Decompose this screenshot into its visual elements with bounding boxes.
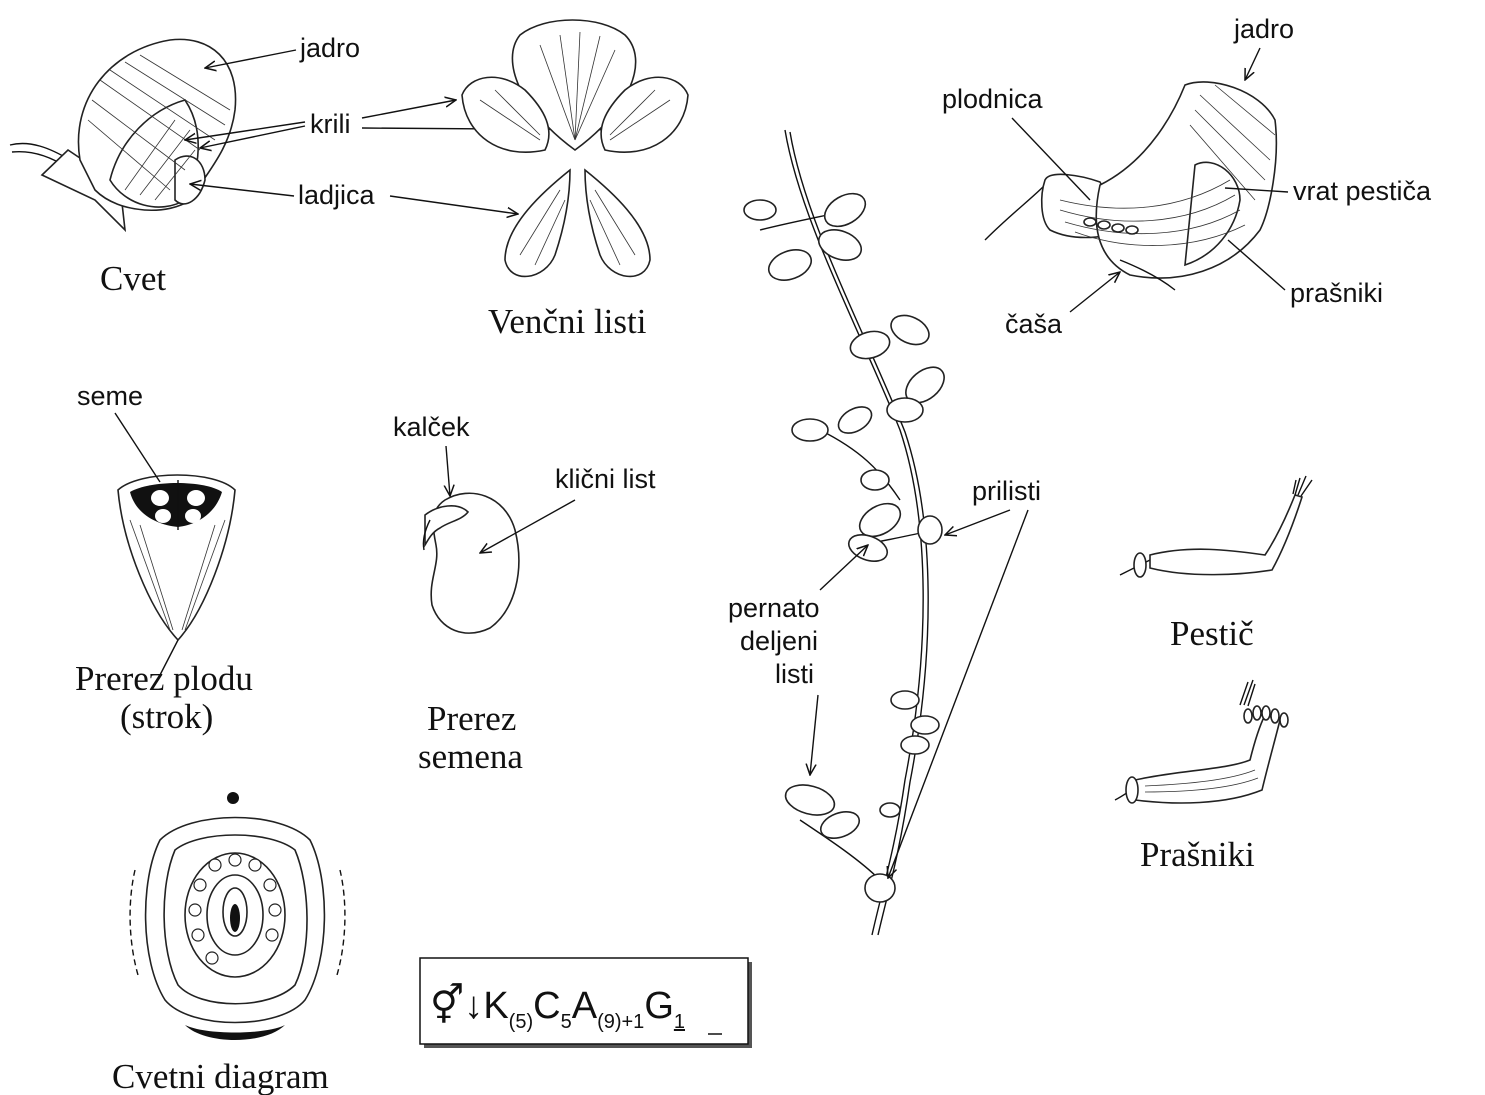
caption-cvet: Cvet — [100, 259, 166, 298]
arrow-jadro-section — [1245, 48, 1260, 80]
label-klicni-list: klični list — [555, 464, 656, 494]
label-prilisti: prilisti — [972, 476, 1041, 506]
arrow-pernato-1 — [820, 545, 868, 590]
formula-k-sub: (5) — [509, 1011, 533, 1033]
label-casa: čaša — [1005, 309, 1063, 339]
label-seme: seme — [77, 381, 143, 411]
arrow-pernato-2 — [810, 695, 818, 775]
arrow-ladjica-1 — [190, 184, 294, 196]
caption-cvetni-diagram: Cvetni diagram — [112, 1057, 329, 1095]
label-listi: listi — [775, 659, 814, 689]
fruit-section-illustration — [118, 475, 235, 675]
stamens-illustration — [1115, 680, 1288, 803]
pistil-illustration — [1120, 476, 1312, 577]
arrow-casa — [1070, 272, 1120, 312]
arrow-ladjica-2 — [390, 196, 518, 214]
label-prasniki: prašniki — [1290, 278, 1383, 308]
formula-a: A — [572, 985, 598, 1027]
arrow-krili-3 — [362, 100, 456, 118]
label-ladjica: ladjica — [298, 180, 376, 210]
line-seme — [115, 413, 160, 482]
label-deljeni: deljeni — [740, 626, 818, 656]
arrow-prilisti-1 — [945, 510, 1010, 535]
label-jadro-section: jadro — [1233, 14, 1294, 44]
flower-illustration — [10, 39, 236, 230]
arrow-kalcek — [446, 446, 450, 496]
plant-illustration — [744, 130, 951, 935]
petals-illustration — [462, 20, 688, 276]
label-kalcek: kalček — [393, 412, 470, 442]
formula-k: K — [483, 985, 508, 1027]
floral-diagram-illustration — [130, 792, 345, 1040]
caption-prerez-plodu: Prerez plodu — [75, 659, 253, 698]
formula-c: C — [533, 985, 560, 1027]
line-prasniki — [1228, 240, 1285, 290]
formula-g: G — [644, 985, 674, 1027]
label-krili: krili — [310, 109, 351, 139]
label-vrat-pestica: vrat pestiča — [1293, 176, 1432, 206]
formula-g-sub: 1 — [674, 1011, 685, 1033]
caption-vencni-listi: Venčni listi — [488, 302, 647, 341]
formula-a-sub: (9)+1 — [597, 1011, 644, 1033]
seed-section-illustration — [423, 493, 518, 633]
label-plodnica: plodnica — [942, 84, 1044, 114]
label-pernato: pernato — [728, 593, 820, 623]
svg-text:⚥↓K(5)C5A(9)+1G1: ⚥↓K(5)C5A(9)+1G1 — [430, 983, 685, 1033]
caption-pestic: Pestič — [1170, 614, 1254, 653]
caption-prasniki: Prašniki — [1140, 835, 1255, 874]
floral-formula: ⚥↓K(5)C5A(9)+1G1 — [420, 958, 752, 1048]
caption-strok: (strok) — [120, 697, 213, 736]
caption-prerez: Prerez — [427, 699, 516, 738]
caption-semena: semena — [418, 737, 523, 776]
formula-symbols: ⚥↓ — [430, 983, 483, 1027]
label-jadro-flower: jadro — [299, 33, 360, 63]
formula-c-sub: 5 — [561, 1011, 572, 1033]
